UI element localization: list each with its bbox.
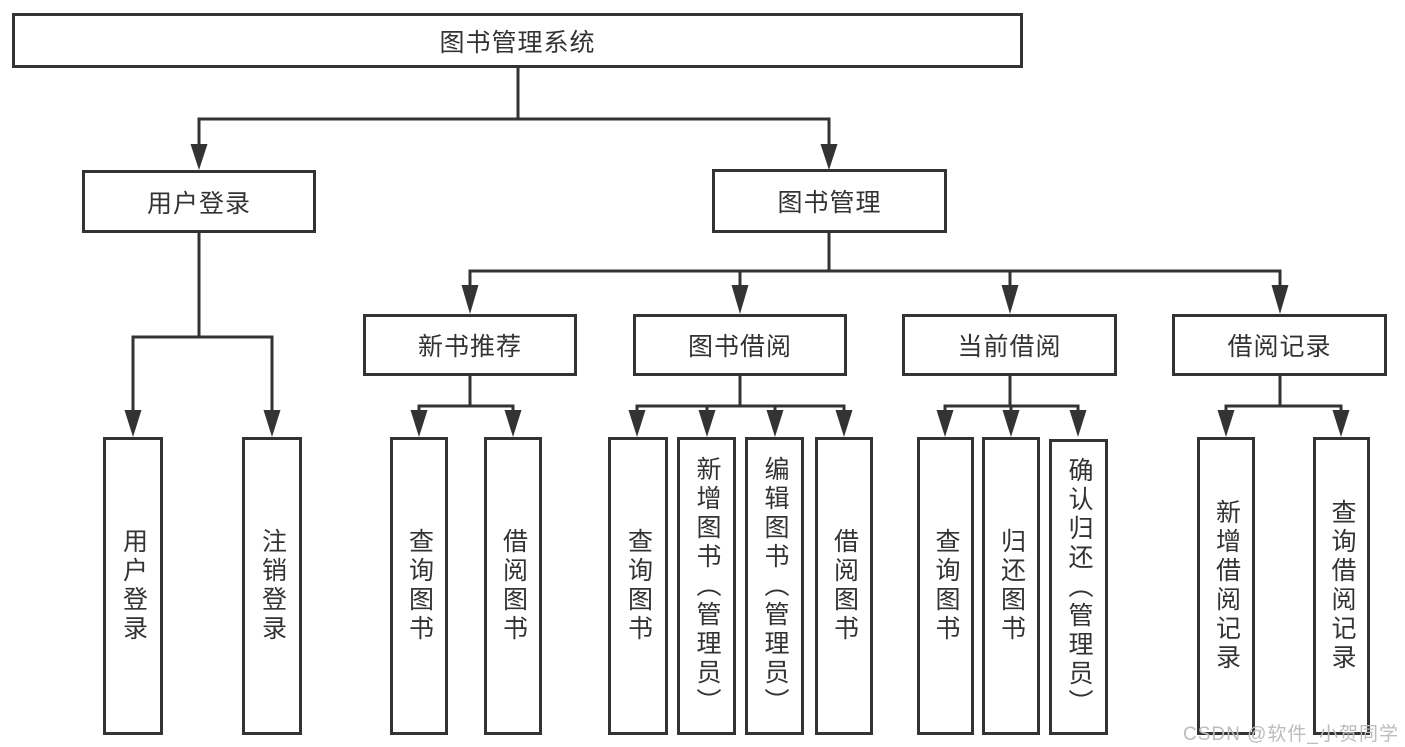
leaf-add-book-admin-label: 新增图书（管理员） (693, 455, 721, 717)
leaf-query-book-current: 查询图书 (917, 437, 974, 735)
leaf-confirm-return-admin-label: 确认归还（管理员） (1065, 456, 1093, 718)
leaf-query-borrow-record-label: 查询借阅记录 (1328, 499, 1356, 673)
node-borrow-records-label: 借阅记录 (1227, 333, 1332, 361)
node-root-label: 图书管理系统 (439, 28, 596, 57)
leaf-query-book-recommend: 查询图书 (390, 437, 448, 735)
leaf-edit-book-admin-label: 编辑图书（管理员） (761, 455, 789, 717)
node-user-login-label: 用户登录 (146, 189, 251, 218)
leaf-add-borrow-record-label: 新增借阅记录 (1212, 499, 1241, 673)
leaf-return-book: 归还图书 (982, 437, 1040, 735)
leaf-user-login-label: 用户登录 (119, 528, 148, 644)
leaf-add-book-admin: 新增图书（管理员） (677, 437, 736, 735)
leaf-borrow-book-label: 借阅图书 (830, 528, 859, 644)
leaf-add-borrow-record: 新增借阅记录 (1197, 437, 1255, 735)
leaf-confirm-return-admin: 确认归还（管理员） (1049, 439, 1108, 735)
node-current-borrow-label: 当前借阅 (957, 333, 1062, 361)
leaf-query-book-borrow: 查询图书 (608, 437, 668, 735)
node-book-borrow: 图书借阅 (633, 314, 847, 376)
leaf-return-book-label: 归还图书 (997, 528, 1026, 644)
node-book-management-label: 图书管理 (777, 189, 882, 217)
csdn-watermark: CSDN @软件_小贺同学 (1183, 724, 1399, 745)
node-book-borrow-label: 图书借阅 (687, 333, 792, 361)
node-root: 图书管理系统 (12, 13, 1023, 68)
node-new-book-recommend-label: 新书推荐 (417, 333, 522, 361)
node-current-borrow: 当前借阅 (902, 314, 1117, 376)
node-borrow-records: 借阅记录 (1172, 314, 1387, 376)
leaf-query-book-recommend-label: 查询图书 (405, 528, 434, 644)
leaf-logout-login: 注销登录 (242, 437, 302, 735)
leaf-borrow-book: 借阅图书 (815, 437, 873, 735)
leaf-query-borrow-record: 查询借阅记录 (1313, 437, 1370, 735)
leaf-user-login: 用户登录 (103, 437, 163, 735)
leaf-borrow-book-recommend-label: 借阅图书 (499, 528, 528, 644)
node-user-login: 用户登录 (82, 170, 316, 233)
node-new-book-recommend: 新书推荐 (363, 314, 577, 376)
node-book-management: 图书管理 (712, 169, 947, 233)
leaf-query-book-current-label: 查询图书 (932, 528, 960, 644)
leaf-borrow-book-recommend: 借阅图书 (484, 437, 542, 735)
leaf-query-book-borrow-label: 查询图书 (624, 528, 653, 644)
leaf-edit-book-admin: 编辑图书（管理员） (745, 437, 804, 735)
leaf-logout-login-label: 注销登录 (258, 528, 287, 644)
